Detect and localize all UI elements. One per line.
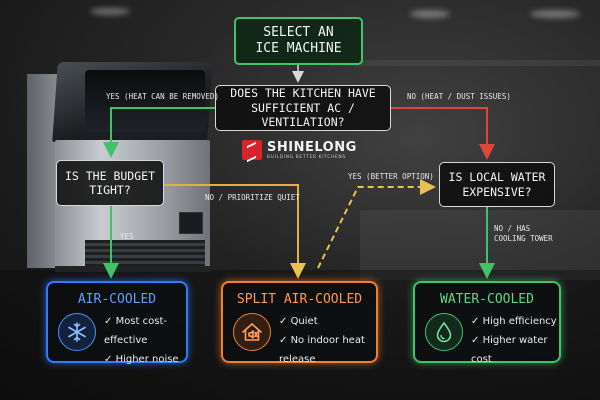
question-line: tight? <box>89 183 131 197</box>
budget-question-node: Is the budgettight? <box>56 160 164 206</box>
result-features: Quiet No indoor heat release <box>279 312 376 369</box>
edge-ac-no <box>391 107 495 160</box>
result-water-cooled: Water-Cooled High efficiency Higher wate… <box>413 281 561 365</box>
question-line: Is the budget <box>64 168 155 183</box>
edge-label-water-no: No / Has Cooling Tower <box>494 224 553 244</box>
question-line: Sufficient AC / Ventilation? <box>251 100 355 130</box>
question-line: Does the kitchen have <box>230 86 376 101</box>
result-features: Most cost-effective Higher noise <box>104 312 186 369</box>
ventilation-question-node: Does the kitchen haveSufficient AC / Ven… <box>215 85 391 131</box>
result-title: Water-Cooled <box>440 292 534 307</box>
brand-tagline: Building Better Kitchens <box>267 154 346 160</box>
feature-item: Quiet <box>279 312 376 331</box>
edge-label-line: Cooling Tower <box>494 234 553 243</box>
brand-logo: SHINELONG Building Better Kitchens <box>242 140 357 160</box>
feature-item: Most cost-effective <box>104 312 186 350</box>
start-node: Select anIce Machine <box>234 17 363 65</box>
question-line: expensive? <box>462 184 532 199</box>
question-line: Is local water <box>448 170 546 185</box>
ceiling-light <box>90 8 130 15</box>
brand-name: SHINELONG <box>267 139 357 155</box>
result-title: Air-Cooled <box>77 292 157 307</box>
result-air-cooled: Air-Cooled Most cost-effective Higher no… <box>46 281 188 365</box>
feature-item: Higher water cost <box>471 331 559 369</box>
result-title: Split Air-Cooled <box>236 292 363 307</box>
result-features: High efficiency Higher water cost <box>471 312 559 369</box>
background-shelf <box>330 60 600 66</box>
brand-mark-icon <box>242 140 262 160</box>
water-drop-icon <box>425 313 463 351</box>
ceiling-light <box>410 10 450 18</box>
edge-ac-yes <box>103 107 215 158</box>
house-mute-icon <box>233 313 271 351</box>
edge-label-ac-no: No (heat / dust issues) <box>407 92 511 101</box>
water-cost-question-node: Is local waterexpensive? <box>439 162 555 207</box>
edge-label-budget-no: No / Prioritize Quiet <box>205 193 300 202</box>
edge-label-line: No / Has <box>494 224 531 233</box>
feature-item: High efficiency <box>471 312 559 331</box>
feature-item: Higher noise <box>104 350 186 369</box>
edge-label-budget-yes: Yes <box>120 232 134 241</box>
ceiling-light <box>530 10 580 18</box>
start-node-line: Ice Machine <box>255 41 342 56</box>
edge-budget-no <box>164 184 306 279</box>
start-node-line: Select an <box>263 24 334 40</box>
feature-item: No indoor heat release <box>279 331 376 369</box>
edge-water-yes <box>317 179 436 269</box>
edge-label-ac-yes: Yes (heat can be removed) <box>106 92 219 101</box>
snowflake-fan-icon <box>58 313 96 351</box>
result-split-air-cooled: Split Air-Cooled Quiet No indoor heat re… <box>221 281 378 365</box>
edge-label-water-yes: Yes (better option) <box>348 172 434 181</box>
